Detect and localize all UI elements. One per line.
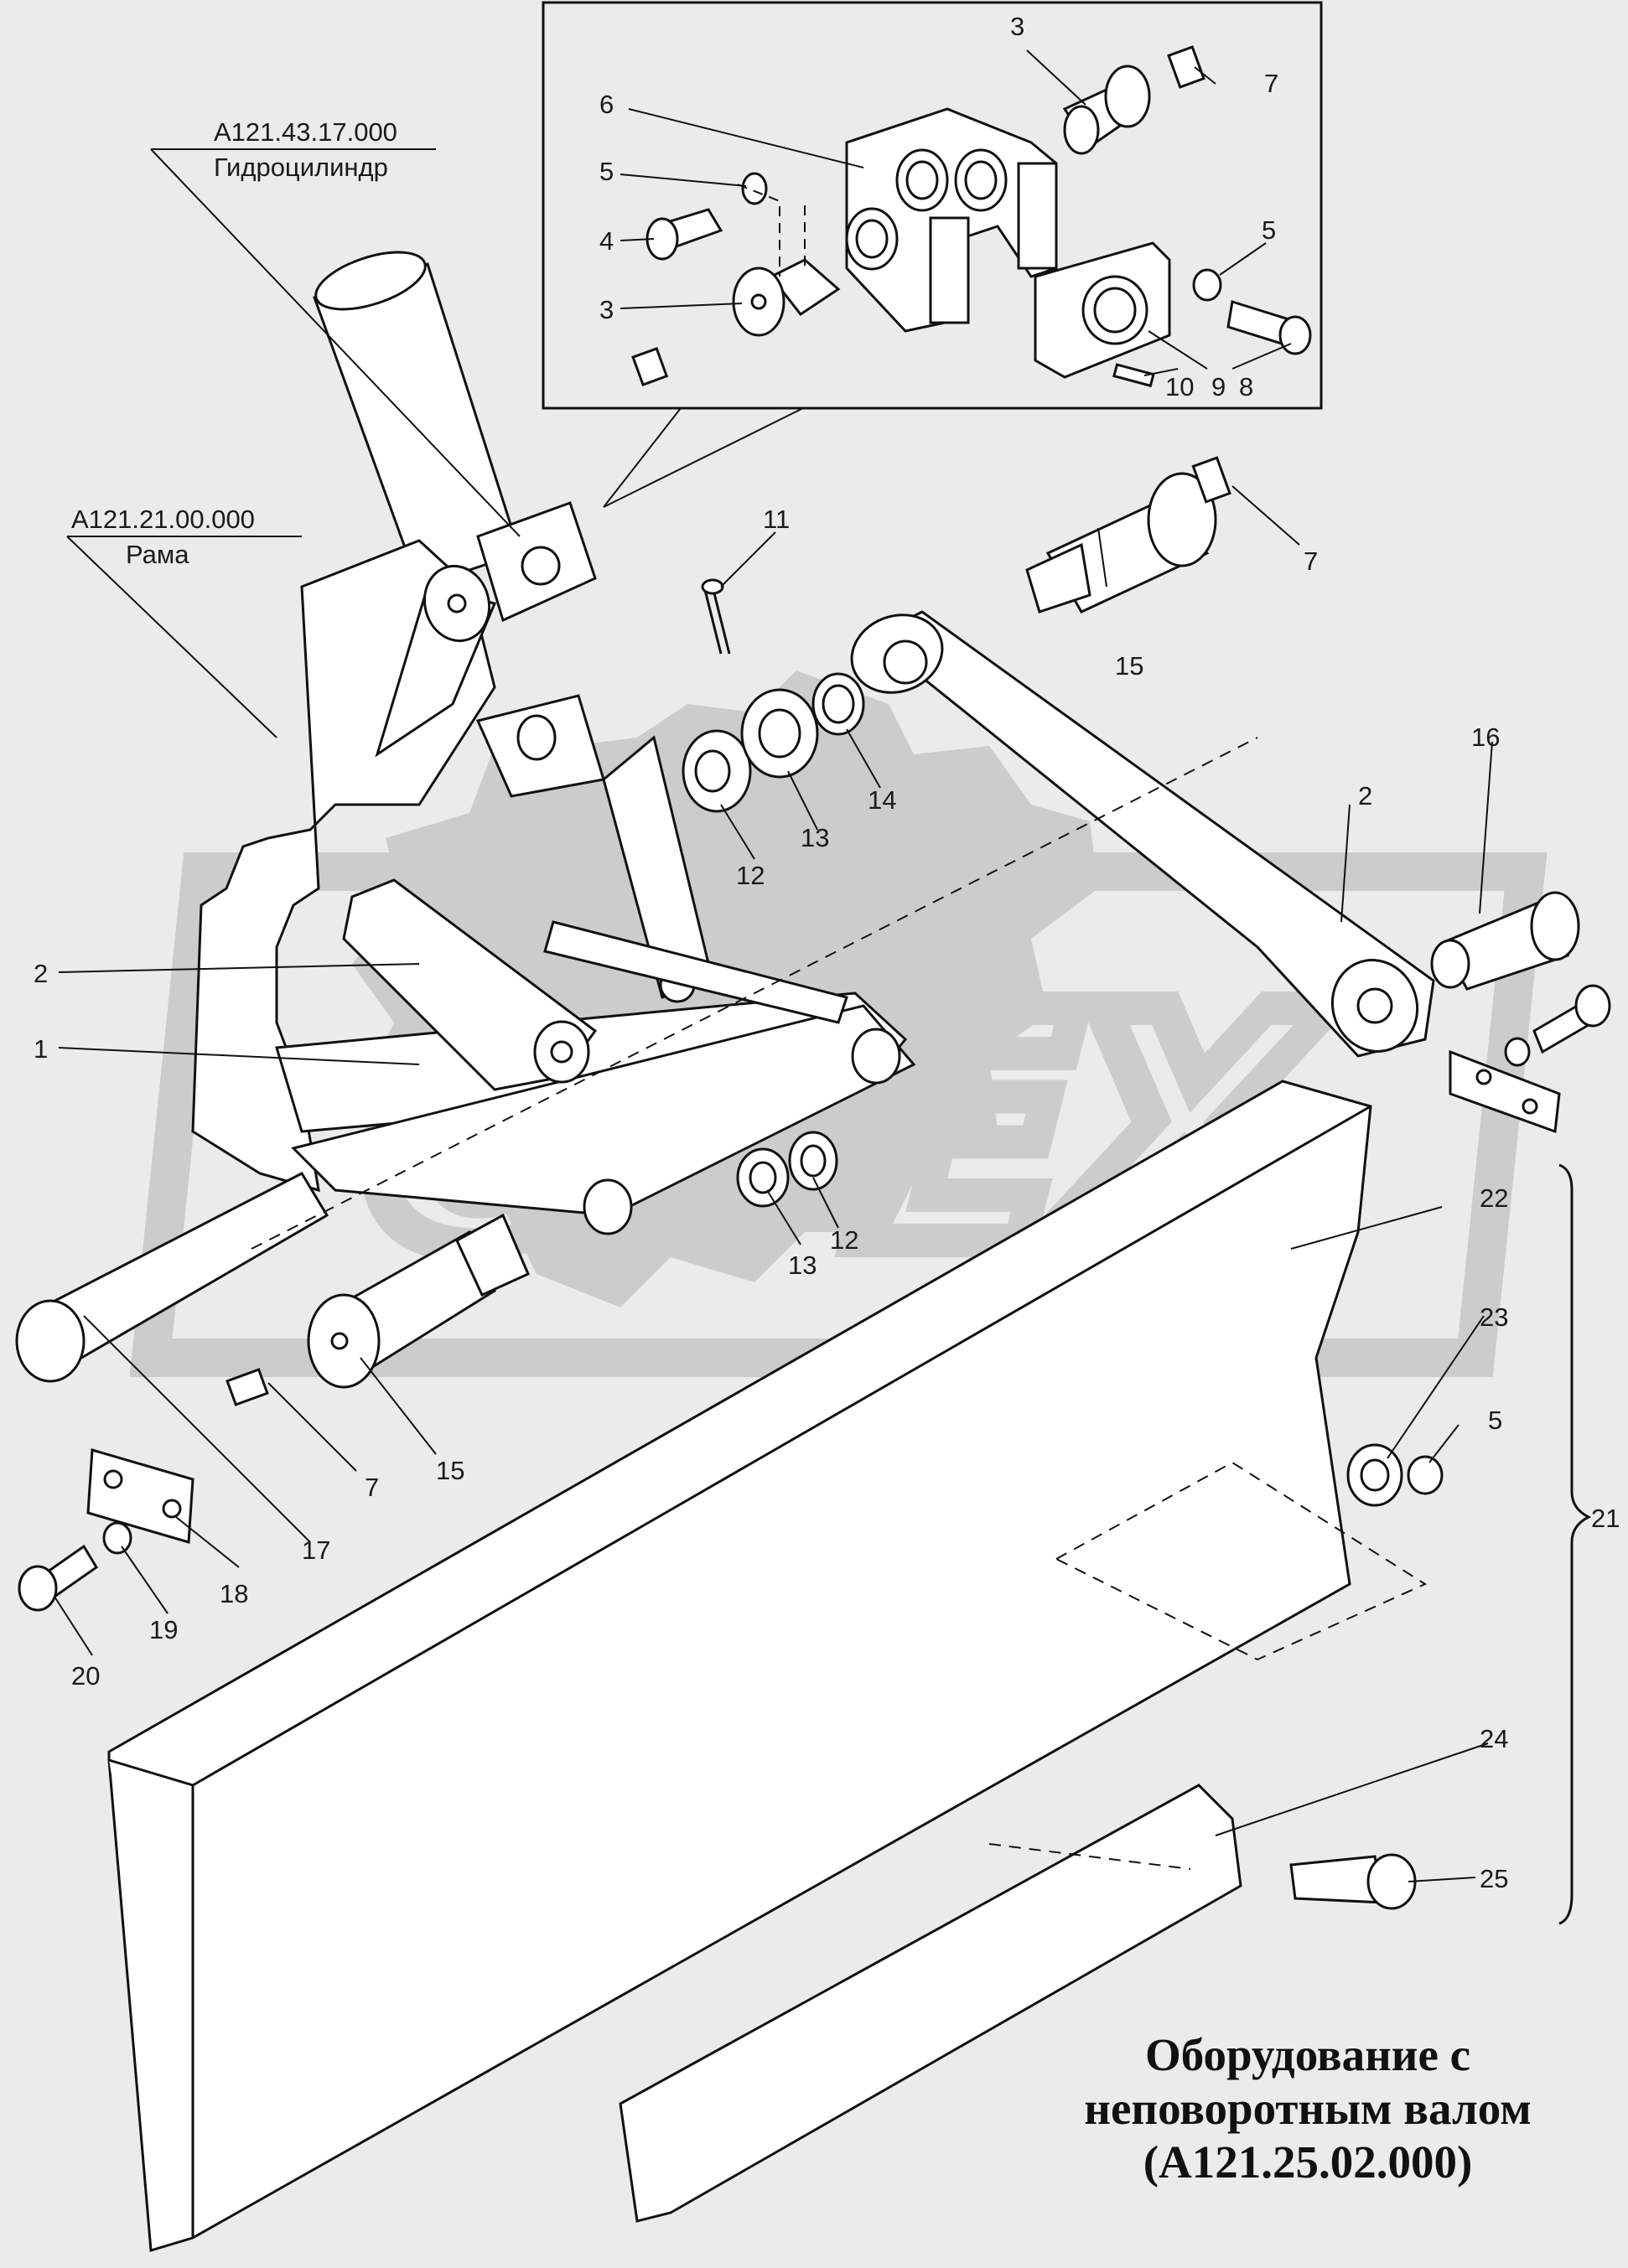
bolt-part-20 [18, 1544, 99, 1612]
frame-name: Рама [126, 540, 189, 569]
grease-fitting-7-upper [1191, 456, 1231, 504]
frame-assembly [191, 539, 714, 1193]
dashed-construction-lines [251, 737, 1428, 1870]
washer-part-19 [102, 1521, 132, 1555]
grease-fitting-7-lower [226, 1368, 269, 1406]
callout-14: 14 [868, 785, 896, 815]
bolt-part-8 [1226, 300, 1312, 355]
cutting-edge-part-24 [619, 1784, 1242, 2223]
pin-part-3-lower [732, 258, 841, 337]
callout-18: 18 [220, 1579, 248, 1608]
title-line-2: неповоротным валом [1084, 2083, 1532, 2134]
callout-25: 25 [1480, 1864, 1508, 1893]
label-cylinder: А121.43.17.000 Гидроцилиндр [150, 117, 521, 537]
callout-20: 20 [71, 1661, 100, 1691]
callout-11: 11 [763, 505, 790, 534]
plate-right [1449, 1049, 1561, 1134]
shaft-part-17 [15, 1172, 329, 1383]
cylinder-code: А121.43.17.000 [214, 117, 397, 147]
washer-part-5-inset-b [1192, 268, 1222, 302]
blade-part-22 [107, 1080, 1372, 2252]
pin-part-10 [1112, 363, 1155, 388]
callout-8: 8 [1239, 372, 1253, 401]
callout-17: 17 [302, 1535, 330, 1565]
callout-3-lower: 3 [599, 295, 614, 324]
callout-19: 19 [149, 1615, 178, 1644]
callout-16: 16 [1471, 722, 1500, 752]
plate-part-9 [1034, 241, 1171, 379]
cylinder-part-2-right [850, 610, 1435, 1058]
callout-12-upper: 12 [736, 861, 765, 890]
callout-7-inset: 7 [1264, 69, 1278, 98]
nut-part-12-upper [682, 729, 752, 813]
callout-2-left: 2 [34, 959, 48, 988]
nut-part-23 [1346, 1443, 1403, 1507]
bolt-part-25 [1289, 1853, 1417, 1910]
title-line-3: (А121.25.02.000) [1143, 2136, 1473, 2188]
callout-22: 22 [1480, 1183, 1508, 1213]
callout-23: 23 [1480, 1302, 1508, 1332]
callout-1: 1 [34, 1034, 48, 1064]
callout-21: 21 [1591, 1504, 1620, 1533]
washer-part-13-lower [736, 1147, 790, 1208]
washer-part-5 [1407, 1455, 1444, 1495]
pin-part-16 [1430, 891, 1580, 991]
washer-part-14 [811, 672, 865, 736]
callout-leader-lines [54, 485, 1493, 1882]
callout-5-inset-b: 5 [1262, 215, 1276, 245]
inset-detail-box [542, 1, 1323, 508]
callout-13-upper: 13 [801, 823, 829, 852]
nut-part-12-lower [788, 1131, 838, 1191]
cylinder-name: Гидроцилиндр [214, 153, 388, 182]
callout-7-upper: 7 [1304, 546, 1318, 576]
callout-2-right: 2 [1358, 781, 1372, 810]
callout-4: 4 [599, 226, 614, 256]
diagram-title: Оборудование с неповоротным валом (А121.… [1006, 2028, 1610, 2189]
label-frame: А121.21.00.000 Рама [66, 505, 302, 738]
plate-part-18 [86, 1448, 194, 1544]
assembly-21-bracket [1558, 1163, 1592, 1925]
callout-3-upper: 3 [1010, 12, 1024, 41]
frame-code: А121.21.00.000 [71, 505, 255, 534]
grease-fitting-inset-lower [631, 346, 669, 386]
callout-numbers: 1 2 2 3 3 4 5 5 5 6 7 7 7 8 9 10 11 12 1… [34, 12, 1620, 1893]
callout-15-lower: 15 [436, 1456, 464, 1485]
callout-10: 10 [1165, 372, 1194, 401]
cylinder-part-2-left [342, 878, 598, 1091]
bolt-part-4 [645, 208, 723, 261]
pin-part-15-lower [307, 1213, 530, 1389]
hydraulic-cylinder-assembly [313, 251, 597, 623]
bolt-right [1504, 984, 1611, 1067]
title-line-1: Оборудование с [1144, 2029, 1471, 2080]
grease-fitting-7-inset [1167, 45, 1205, 89]
link-part-1 [275, 920, 916, 1235]
callout-15-upper: 15 [1115, 651, 1143, 681]
callout-13-lower: 13 [788, 1251, 817, 1280]
callout-6: 6 [599, 90, 614, 119]
washer-part-5-inset-a [741, 172, 768, 205]
pin-part-15-upper [1025, 472, 1217, 614]
callout-7-lower: 7 [365, 1473, 379, 1502]
callout-12-lower: 12 [830, 1225, 858, 1255]
bracket-part-6 [845, 107, 1058, 333]
cotter-pin-part-11 [701, 578, 731, 655]
callout-5-inset-a: 5 [599, 157, 614, 186]
callout-9: 9 [1211, 372, 1226, 401]
callout-24: 24 [1480, 1724, 1508, 1753]
washer-part-13-upper [740, 688, 819, 779]
callout-5-blade: 5 [1488, 1406, 1502, 1435]
inset-leader-lines [620, 49, 1292, 376]
pin-part-3-upper [1062, 65, 1151, 155]
